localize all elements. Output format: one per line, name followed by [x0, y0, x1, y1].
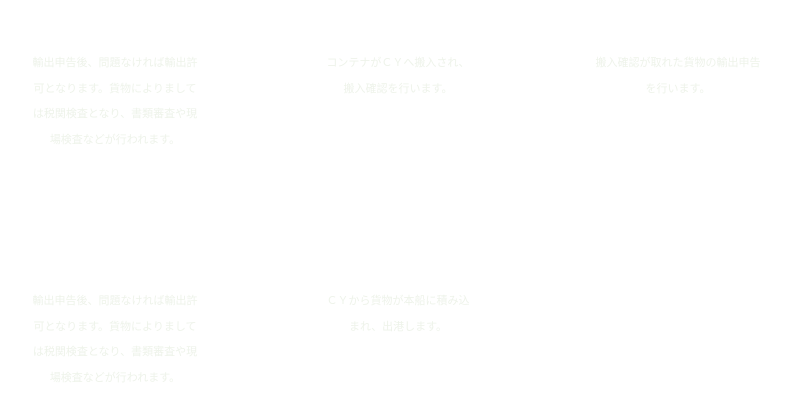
step-card-2: コンテナがＣＹへ搬入され、 搬入確認を行います。 [300, 14, 496, 101]
step-description-line: を行います。 [645, 81, 711, 95]
step-description: 輸出申告後、問題なければ輸出許 可となります。貨物によりまして は税関検査となり… [10, 288, 220, 390]
step-description-line: 搬入確認が取れた貨物の輸出申告 [595, 56, 761, 69]
step-description-line: 輸出申告後、問題なければ輸出許 [32, 56, 198, 69]
step-description-line: 可となります。貨物によりまして [33, 319, 197, 333]
step-description-line: まれ、出港します。 [348, 319, 447, 333]
step-card-4: 輸出申告後、問題なければ輸出許 可となります。貨物によりまして は税関検査となり… [10, 252, 220, 390]
step-description-line: 場検査などが行われます。 [49, 132, 181, 146]
step-description-line: コンテナがＣＹへ搬入され、 [326, 56, 470, 69]
step-card-1: 輸出申告後、問題なければ輸出許 可となります。貨物によりまして は税関検査となり… [10, 14, 220, 152]
step-description: コンテナがＣＹへ搬入され、 搬入確認を行います。 [300, 50, 496, 101]
step-description: 輸出申告後、問題なければ輸出許 可となります。貨物によりまして は税関検査となり… [10, 50, 220, 152]
step-description-line: 可となります。貨物によりまして [33, 81, 197, 95]
step-card-3: 搬入確認が取れた貨物の輸出申告 を行います。 [578, 14, 778, 101]
step-description-line: 搬入確認を行います。 [343, 81, 453, 95]
step-description: ＣＹから貨物が本船に積み込 まれ、出港します。 [300, 288, 496, 339]
step-card-5: ＣＹから貨物が本船に積み込 まれ、出港します。 [300, 252, 496, 339]
step-description-line: は税関検査となり、書類審査や現 [32, 345, 198, 358]
step-description: 搬入確認が取れた貨物の輸出申告 を行います。 [578, 50, 778, 101]
step-description-line: 場検査などが行われます。 [49, 370, 181, 384]
step-description-line: は税関検査となり、書類審査や現 [32, 107, 198, 120]
step-description-line: ＣＹから貨物が本船に積み込 [326, 294, 470, 307]
step-description-line: 輸出申告後、問題なければ輸出許 [32, 294, 198, 307]
